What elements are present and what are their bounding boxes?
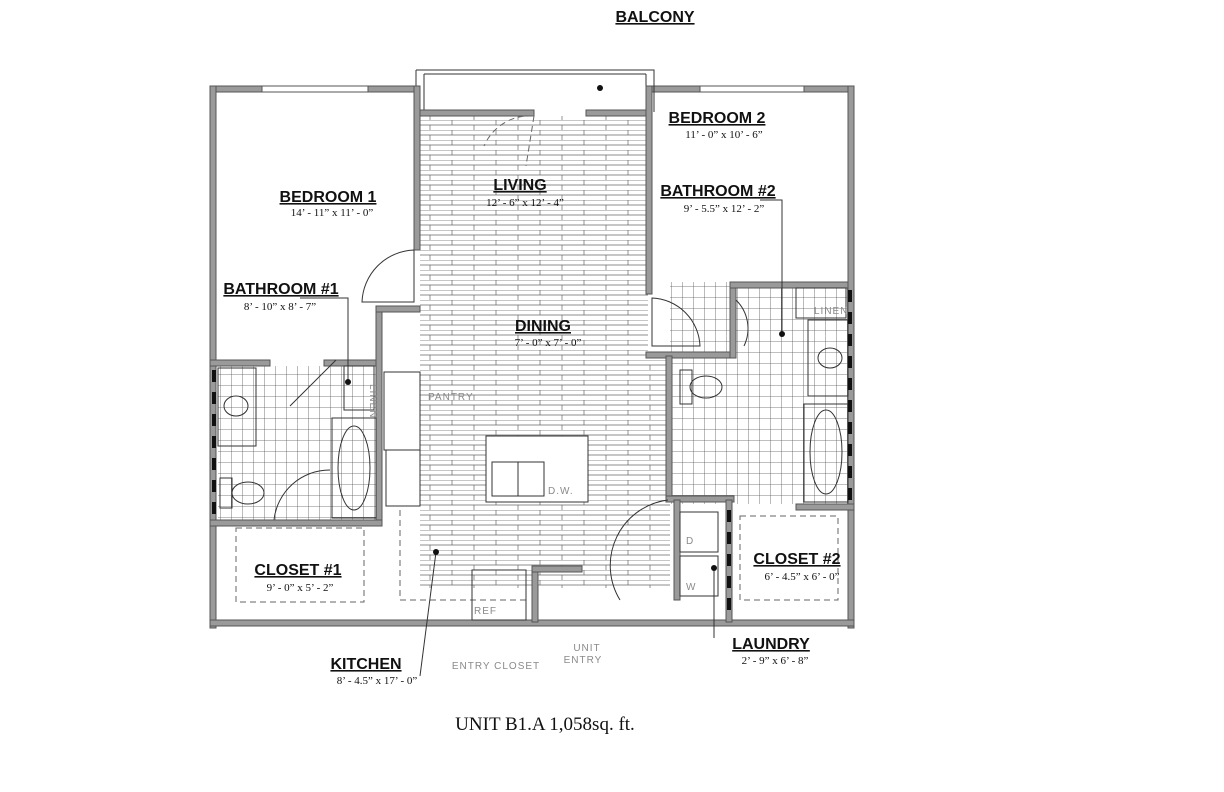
pantry-outline <box>383 371 421 451</box>
bedroom2-label: BEDROOM 2 <box>669 110 766 127</box>
bedroom1-dims: 14’ - 11” x 11’ - 0” <box>291 207 374 219</box>
kitchen-cabinet-run <box>399 510 530 601</box>
kitchen-counter <box>385 449 421 507</box>
linen1-label: LINEN <box>367 384 378 418</box>
closet1-dims: 9’ - 0” x 5’ - 2” <box>267 582 334 594</box>
refrigerator <box>471 569 527 621</box>
linen2-label: LINEN <box>814 306 848 317</box>
balcony-label: BALCONY <box>615 9 694 26</box>
balcony-outline <box>415 69 655 112</box>
bath1-wall-bottom <box>209 519 383 527</box>
entry-closet-wall <box>531 565 539 623</box>
bath2-sink <box>817 347 843 369</box>
bedroom1-door-swing <box>361 249 415 303</box>
kitchen-island <box>485 435 589 503</box>
unit-entry-label-line2: ENTRY <box>564 655 603 666</box>
bath1-sink <box>223 395 249 417</box>
bedroom1-wall-right <box>413 85 421 251</box>
bath1-tub-basin <box>337 425 371 511</box>
bath1-tub <box>331 417 377 519</box>
window-left <box>261 85 369 93</box>
closet2-wall-top <box>795 503 855 511</box>
closet1-shelf <box>235 527 365 603</box>
entry-closet-label: ENTRY CLOSET <box>452 661 540 672</box>
living-wall-top <box>415 109 535 117</box>
closet2-label: CLOSET #2 <box>753 551 840 568</box>
bedroom2-door-swing <box>651 297 701 347</box>
pantry-label: PANTRY <box>428 392 474 403</box>
bath1-linen <box>343 365 375 411</box>
ref-label: REF <box>474 606 497 617</box>
bath1-wall-stub <box>375 305 421 313</box>
closet1-label: CLOSET #1 <box>254 562 341 579</box>
bathroom2-label: BATHROOM #2 <box>660 183 775 200</box>
bath2-toilet-tank <box>679 369 693 405</box>
entry-closet-wall-top <box>531 565 583 573</box>
closet2-dims: 6’ - 4.5” x 6’ - 0” <box>764 571 839 583</box>
bedroom1-wall-bottom <box>209 359 271 367</box>
bath1-vanity <box>217 367 257 447</box>
bath2-wall-top <box>729 281 849 289</box>
bedroom2-wall-bottom <box>645 351 737 359</box>
washer-label: W <box>686 582 696 593</box>
unit-caption: UNIT B1.A 1,058sq. ft. <box>455 714 635 735</box>
living-label: LIVING <box>493 177 546 194</box>
exterior-wall-left <box>209 85 217 629</box>
bathroom2-leader <box>760 199 783 334</box>
bedroom2-wall-left <box>645 85 653 295</box>
bathroom1-label: BATHROOM #1 <box>223 281 338 298</box>
bedroom1-label: BEDROOM 1 <box>280 189 377 206</box>
bath2-linen <box>795 287 847 319</box>
bath2-wall-left <box>729 281 737 359</box>
bathroom2-dims: 9’ - 5.5” x 12’ - 2” <box>684 203 765 215</box>
bedroom1-wall-bottom-2 <box>323 359 379 367</box>
bathroom2-tile <box>670 282 848 504</box>
bath2-toilet-bowl <box>689 375 723 399</box>
entry-door-swing <box>609 499 669 601</box>
laundry-label: LAUNDRY <box>732 636 810 653</box>
bathroom1-leader-dot <box>345 379 351 385</box>
bath2-door-swing <box>735 299 749 347</box>
kitchen-label: KITCHEN <box>330 656 401 673</box>
balcony-door-swing <box>483 115 535 167</box>
bath2-tub-basin <box>809 409 843 495</box>
dryer <box>679 511 719 553</box>
balcony-rail <box>423 73 647 112</box>
living-wall-top-right <box>585 109 649 117</box>
dryer-label: D <box>686 536 694 547</box>
bath1-door-swing <box>289 359 337 407</box>
dishwasher-label: D.W. <box>548 486 574 497</box>
bathroom2-leader-dot <box>779 331 785 337</box>
bathroom1-dims: 8’ - 10” x 8’ - 7” <box>244 301 316 313</box>
unit-entry-label-line1: UNIT <box>573 643 600 654</box>
kitchen-dims: 8’ - 4.5” x 17’ - 0” <box>337 675 418 687</box>
window-right <box>699 85 805 93</box>
bath1-toilet-bowl <box>231 481 265 505</box>
closet2-shelf <box>739 515 839 601</box>
laundry-dims: 2’ - 9” x 6’ - 8” <box>742 655 809 667</box>
bathroom1-leader <box>300 297 349 382</box>
washer <box>679 555 719 597</box>
dining-label: DINING <box>515 318 571 335</box>
bath2-wall-bottom <box>665 495 735 503</box>
laundry-leader-dot <box>711 565 717 571</box>
bathroom1-tile <box>218 366 378 522</box>
balcony-drain <box>597 85 603 91</box>
living-dims: 12’ - 6” x 12’ - 4” <box>486 197 564 209</box>
dining-dims: 7’ - 0” x 7’ - 0” <box>515 337 582 349</box>
closet1-door-swing <box>273 469 331 521</box>
kitchen-leader <box>419 551 437 677</box>
bath2-wall-lower-left <box>665 355 673 497</box>
laundry-wall-left <box>673 499 681 601</box>
kitchen-leader-dot <box>433 549 439 555</box>
bedroom2-dims: 11’ - 0” x 10’ - 6” <box>685 129 762 141</box>
